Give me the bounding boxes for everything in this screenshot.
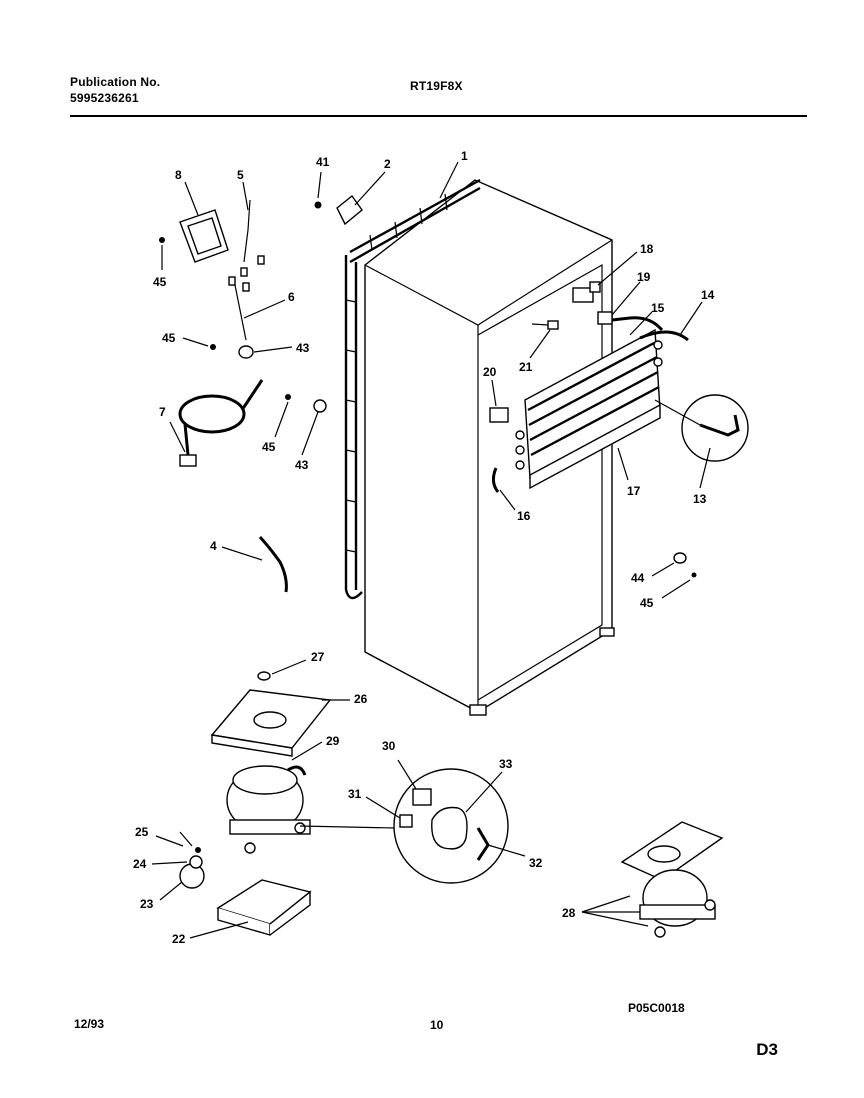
callout-7: 7 [159, 405, 166, 419]
part-7-power-cord [178, 379, 264, 467]
callout-24: 24 [133, 857, 147, 871]
part-29-compressor [226, 765, 311, 854]
publication-label: Publication No. [70, 75, 161, 89]
part-22-bracket [216, 879, 312, 936]
callout-41: 41 [316, 155, 330, 169]
part-43-clamp [238, 345, 254, 359]
part-20 [489, 407, 509, 423]
footer-page: 10 [430, 1018, 444, 1032]
part-16 [491, 467, 500, 493]
callout-45: 45 [153, 275, 167, 289]
part-27 [257, 671, 271, 681]
part-44 [673, 552, 687, 564]
callout-25: 25 [135, 825, 149, 839]
part-21 [547, 320, 559, 330]
callout-45: 45 [162, 331, 176, 345]
callout-31: 31 [348, 787, 362, 801]
callout-23: 23 [140, 897, 154, 911]
condenser-coil [344, 178, 481, 600]
heater-clip [597, 311, 613, 325]
callout-19: 19 [637, 270, 651, 284]
part-31 [399, 814, 413, 828]
heater-lead [611, 316, 664, 332]
callout-labels: 1 2 41 8 5 45 6 45 43 7 45 43 4 18 19 15… [133, 149, 715, 946]
callout-16: 16 [517, 509, 531, 523]
detail-13 [681, 394, 749, 462]
callout-4: 4 [210, 539, 217, 553]
callout-27: 27 [311, 650, 325, 664]
callout-28: 28 [562, 906, 576, 920]
callout-18: 18 [640, 242, 654, 256]
part-30-relay [412, 788, 432, 806]
part-33-overload [431, 806, 468, 850]
model-number: RT19F8X [410, 79, 463, 93]
part-5-wire [243, 199, 251, 263]
drawing-code: P05C0018 [628, 1001, 685, 1015]
callout-29: 29 [326, 734, 340, 748]
cabinet [364, 179, 615, 716]
callout-26: 26 [354, 692, 368, 706]
callout-43: 43 [295, 458, 309, 472]
callout-17: 17 [627, 484, 641, 498]
callout-43: 43 [296, 341, 310, 355]
callout-21: 21 [519, 360, 533, 374]
screw-41 [314, 201, 322, 209]
callout-8: 8 [175, 168, 182, 182]
part-6-harness [234, 284, 247, 341]
callout-6: 6 [288, 290, 295, 304]
footer-date: 12/93 [74, 1017, 105, 1031]
callout-45: 45 [640, 596, 654, 610]
sheet-id: D3 [756, 1040, 778, 1059]
callout-1: 1 [461, 149, 468, 163]
leader-lines [151, 161, 711, 939]
part-23-grommet [179, 863, 205, 889]
header-rule [70, 115, 807, 117]
callout-44: 44 [631, 571, 645, 585]
callout-2: 2 [384, 157, 391, 171]
drain-tube [639, 330, 689, 342]
part-8-frame [179, 209, 229, 263]
callout-45: 45 [262, 440, 276, 454]
callout-32: 32 [529, 856, 543, 870]
part-4-tube [258, 535, 288, 593]
part-28-assembly [620, 821, 724, 938]
part-26-drain-pan [210, 689, 332, 757]
callout-15: 15 [651, 301, 665, 315]
screw-45 [159, 237, 165, 243]
part-2-bracket [336, 194, 363, 226]
callout-13: 13 [693, 492, 707, 506]
callout-20: 20 [483, 365, 497, 379]
publication-number: 5995236261 [70, 91, 139, 105]
callout-14: 14 [701, 288, 715, 302]
defrost-thermostat [572, 287, 594, 303]
evaporator [515, 328, 663, 490]
callout-22: 22 [172, 932, 186, 946]
callout-30: 30 [382, 739, 396, 753]
callout-33: 33 [499, 757, 513, 771]
callout-5: 5 [237, 168, 244, 182]
